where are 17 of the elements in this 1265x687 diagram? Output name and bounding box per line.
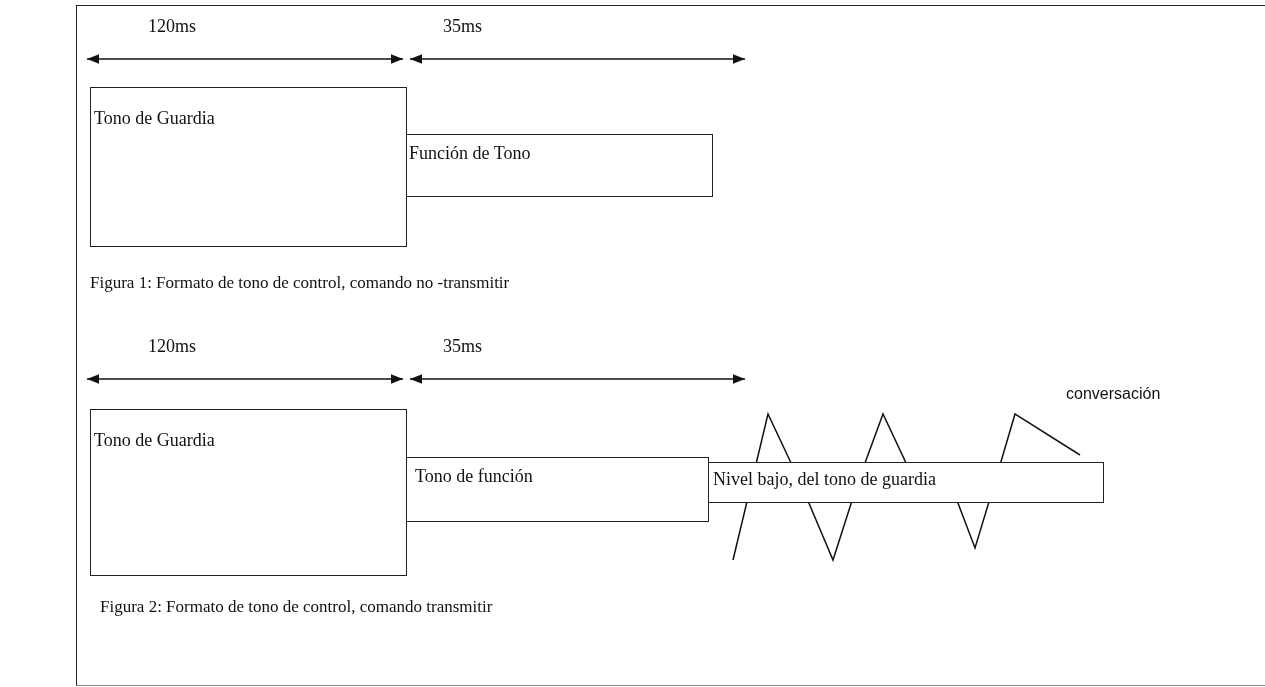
duration-label: 120ms [148,16,196,37]
duration-label: 35ms [443,16,482,37]
box-label: Función de Tono [409,143,531,164]
signal-box [90,409,407,576]
duration-label: 35ms [443,336,482,357]
figure-caption: Figura 2: Formato de tono de control, comando transmitir [100,597,493,617]
duration-label: 120ms [148,336,196,357]
box-label: Nivel bajo, del tono de guardia [713,469,936,490]
signal-label: conversación [1066,385,1161,403]
box-label: Tono de Guardia [94,430,215,451]
signal-box [406,134,713,197]
signal-box [708,462,1104,503]
signal-box [90,87,407,247]
figure-caption: Figura 1: Formato de tono de control, comando no -transmitir [90,273,510,293]
box-label: Tono de Guardia [94,108,215,129]
box-label: Tono de función [415,466,533,487]
signal-box [406,457,709,522]
